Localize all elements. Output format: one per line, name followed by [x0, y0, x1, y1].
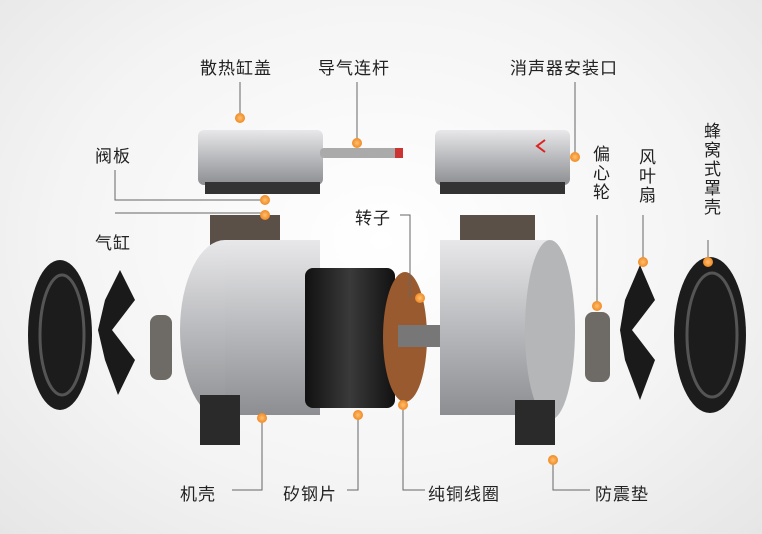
cylinder-head-left	[198, 130, 403, 194]
callout-dots	[235, 113, 713, 465]
label-rotor: 转子	[355, 209, 391, 229]
leader-lines	[114, 82, 709, 491]
label-silicon-steel: 矽钢片	[283, 485, 337, 505]
label-valve-plate: 阀板	[95, 147, 131, 167]
fan-right	[620, 265, 655, 400]
label-copper-coil: 纯铜线圈	[428, 485, 500, 505]
honeycomb-cover-left	[28, 260, 92, 410]
honeycomb-cover-right	[674, 257, 746, 413]
label-cylinder-head: 散热缸盖	[200, 59, 272, 79]
eccentric-wheel-right	[585, 312, 610, 382]
label-connecting-rod: 导气连杆	[318, 59, 390, 79]
housing-left	[180, 215, 320, 445]
housing-right	[440, 215, 575, 445]
label-muffler-port: 消声器安装口	[510, 59, 618, 79]
label-housing: 机壳	[180, 485, 216, 505]
label-eccentric-wheel: 偏心轮	[589, 145, 609, 202]
fan-left	[98, 270, 135, 395]
label-shock-pad: 防震垫	[595, 485, 649, 505]
cylinder-head-right	[435, 130, 570, 194]
label-fan: 风叶扇	[635, 148, 655, 205]
label-honeycomb-cover: 蜂窝式罩壳	[700, 122, 720, 217]
label-cylinder: 气缸	[95, 234, 131, 254]
stator-silicon-steel	[305, 268, 395, 408]
eccentric-wheel-left	[150, 315, 172, 380]
